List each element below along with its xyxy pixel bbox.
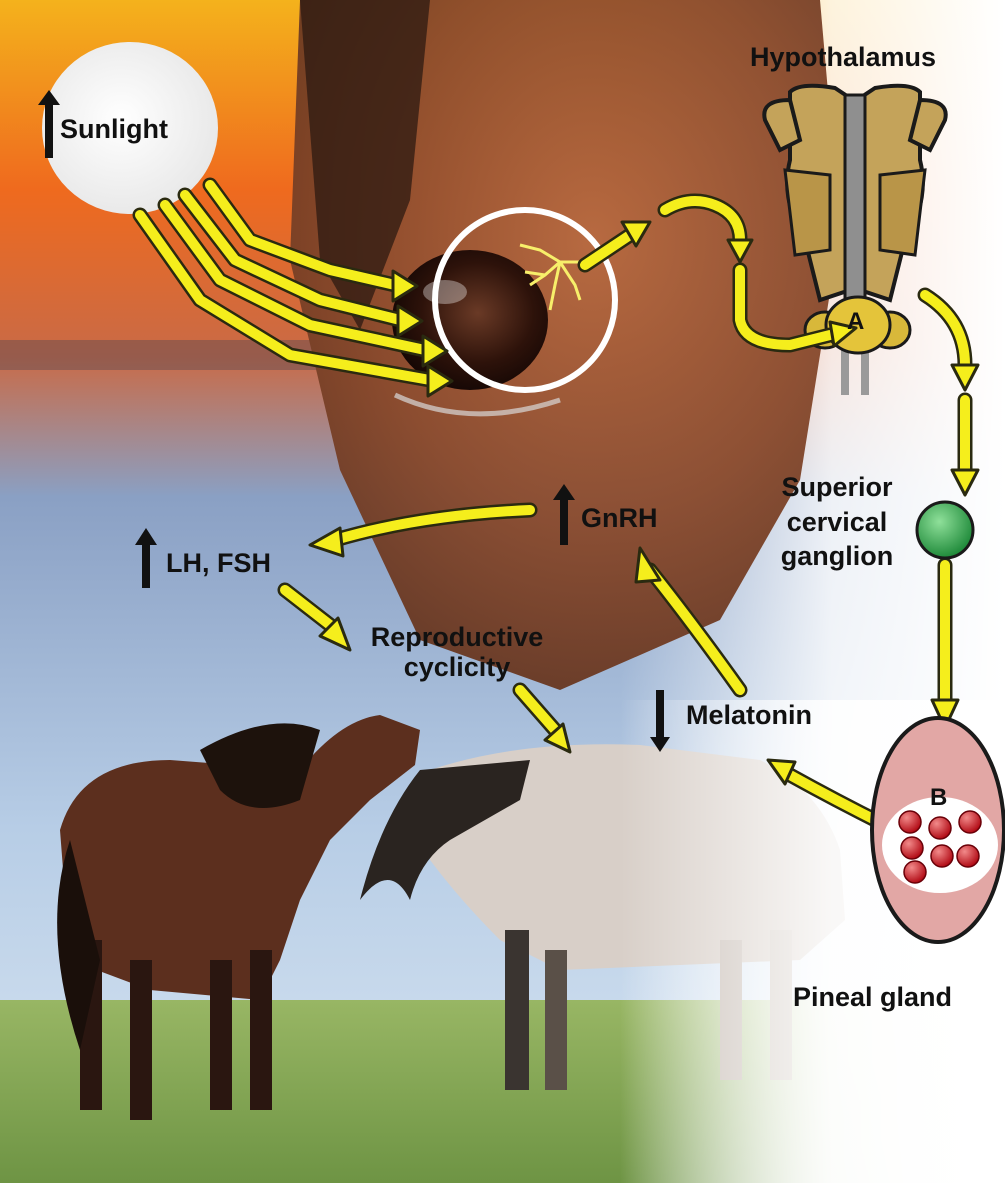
pineal-gland-illustration: [872, 718, 1004, 942]
melatonin-label: Melatonin: [686, 700, 812, 730]
gnrh-label: GnRH: [581, 503, 658, 533]
superior-cervical-ganglion: [917, 502, 973, 558]
reproductive-cyclicity-label: Reproductive cyclicity: [352, 622, 562, 682]
pineal-gland-label: Pineal gland: [793, 982, 952, 1012]
region-a-label: A: [847, 309, 864, 336]
lh-fsh-label: LH, FSH: [166, 548, 271, 578]
hypothalamus-label: Hypothalamus: [750, 42, 936, 72]
region-b-label: B: [930, 785, 947, 812]
sunlight-label: Sunlight: [60, 114, 168, 144]
superior-cervical-ganglion-label: Superior cervical ganglion: [752, 470, 922, 574]
